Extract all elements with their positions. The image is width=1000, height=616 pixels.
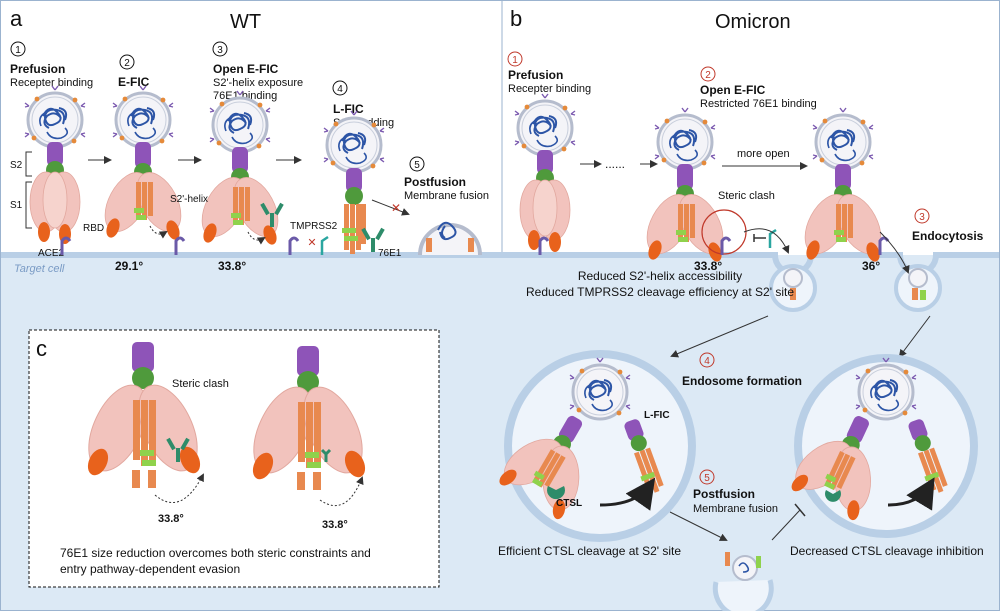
step-a5-sub: Membrane fusion bbox=[404, 190, 489, 202]
step-b2-title: Open E-FIC bbox=[700, 83, 766, 97]
svg-text:4: 4 bbox=[337, 84, 343, 95]
step-a3-badge bbox=[212, 41, 228, 57]
label-steric-clash-b: Steric clash bbox=[718, 190, 775, 202]
step-b1-badge bbox=[507, 51, 523, 67]
ace2-receptor-a3 bbox=[288, 236, 300, 255]
svg-text:1: 1 bbox=[512, 55, 518, 66]
step-b2-sub: Restricted 76E1 binding bbox=[700, 98, 817, 110]
panel-a-title: WT bbox=[230, 11, 261, 33]
note-reduced-tmprss2: Reduced TMPRSS2 cleavage efficiency at S… bbox=[526, 285, 794, 299]
ace2-receptor-a2 bbox=[174, 236, 186, 255]
svg-text:✕: ✕ bbox=[391, 201, 401, 215]
caption-c-line1: 76E1 size reduction overcomes both steri… bbox=[60, 546, 371, 560]
label-s1: S1 bbox=[10, 200, 23, 211]
spike-c-right bbox=[252, 346, 366, 490]
label-ctsl: CTSL bbox=[556, 498, 582, 509]
label-s2: S2 bbox=[10, 160, 23, 171]
panel-b-title: Omicron bbox=[715, 11, 791, 33]
step-a2-badge bbox=[119, 54, 135, 70]
angle-b-33: 33.8° bbox=[694, 259, 722, 273]
angle-a-33: 33.8° bbox=[218, 259, 246, 273]
label-76e1: 76E1 bbox=[378, 248, 402, 259]
svg-text:2: 2 bbox=[705, 70, 711, 81]
spike-c-left bbox=[87, 342, 201, 488]
postfusion-fusion-a bbox=[418, 221, 482, 256]
step-a3-title: Open E-FIC bbox=[213, 62, 279, 76]
endosome-efficient bbox=[486, 350, 696, 542]
step-b4-title: Endosome formation bbox=[682, 374, 802, 388]
svg-text:✕: ✕ bbox=[307, 237, 316, 249]
step-b5-sub: Membrane fusion bbox=[693, 503, 778, 515]
dots: ...... bbox=[605, 157, 625, 171]
label-s2-helix: S2'-helix bbox=[170, 194, 208, 205]
tmprss2-shape bbox=[320, 235, 329, 255]
step-b4-badge bbox=[699, 352, 715, 368]
step-b5-title: Postfusion bbox=[693, 487, 755, 501]
label-steric-clash-c: Steric clash bbox=[172, 378, 229, 390]
step-a2-title: E-FIC bbox=[118, 75, 150, 89]
target-cell-label: Target cell bbox=[14, 263, 65, 275]
step-b1-sub: Recepter binding bbox=[508, 83, 591, 95]
step-b3-badge bbox=[914, 208, 930, 224]
step-b5-badge bbox=[699, 469, 715, 485]
svg-text:3: 3 bbox=[919, 212, 925, 223]
angle-c-left: 33.8° bbox=[158, 513, 184, 525]
svg-text:3: 3 bbox=[217, 45, 223, 56]
caption-c-line2: entry pathway-dependent evasion bbox=[60, 562, 240, 576]
spike-lfic-a bbox=[342, 168, 366, 254]
steric-clash-circle bbox=[701, 209, 747, 255]
step-a5-title: Postfusion bbox=[404, 175, 466, 189]
panel-c-letter: c bbox=[36, 336, 47, 361]
svg-text:1: 1 bbox=[15, 45, 21, 56]
step-a5-badge bbox=[409, 156, 425, 172]
label-lfic-b: L-FIC bbox=[644, 410, 670, 421]
label-tmprss2: TMPRSS2 bbox=[290, 221, 338, 232]
endosome-decreased bbox=[778, 354, 978, 538]
ace2-receptor-a1 bbox=[60, 236, 72, 255]
svg-text:4: 4 bbox=[704, 356, 710, 367]
step-b1-title: Prefusion bbox=[508, 68, 563, 82]
label-ace2: ACE2 bbox=[38, 248, 65, 259]
label-rbd: RBD bbox=[83, 223, 104, 234]
step-a3-sub1: S2'-helix exposure bbox=[213, 77, 303, 89]
label-decreased-ctsl: Decreased CTSL cleavage inhibition bbox=[790, 544, 984, 558]
step-a1-badge bbox=[10, 41, 26, 57]
step-a1-title: Prefusion bbox=[10, 62, 65, 76]
step-b3-title: Endocytosis bbox=[912, 229, 984, 243]
step-a1-sub: Recepter binding bbox=[10, 77, 93, 89]
angle-c-right: 33.8° bbox=[322, 519, 348, 531]
svg-text:5: 5 bbox=[414, 160, 420, 171]
step-a4-badge bbox=[332, 80, 348, 96]
step-b2-badge bbox=[700, 66, 716, 82]
panel-a-letter: a bbox=[10, 6, 23, 31]
panel-b-letter: b bbox=[510, 6, 522, 31]
label-efficient-ctsl: Efficient CTSL cleavage at S2' site bbox=[498, 544, 681, 558]
note-reduced-accessibility: Reduced S2'-helix accessibility bbox=[578, 269, 742, 283]
angle-b-36: 36° bbox=[862, 259, 880, 273]
svg-text:2: 2 bbox=[124, 58, 130, 69]
label-more-open: more open bbox=[737, 148, 790, 160]
svg-text:5: 5 bbox=[704, 473, 710, 484]
step-a4-title: L-FIC bbox=[333, 102, 364, 116]
angle-a-29: 29.1° bbox=[115, 259, 143, 273]
endocytosis-vesicle-2 bbox=[894, 264, 942, 312]
endocytosis-vesicle-1 bbox=[769, 264, 817, 312]
postfusion-vesicle-b bbox=[712, 552, 774, 616]
